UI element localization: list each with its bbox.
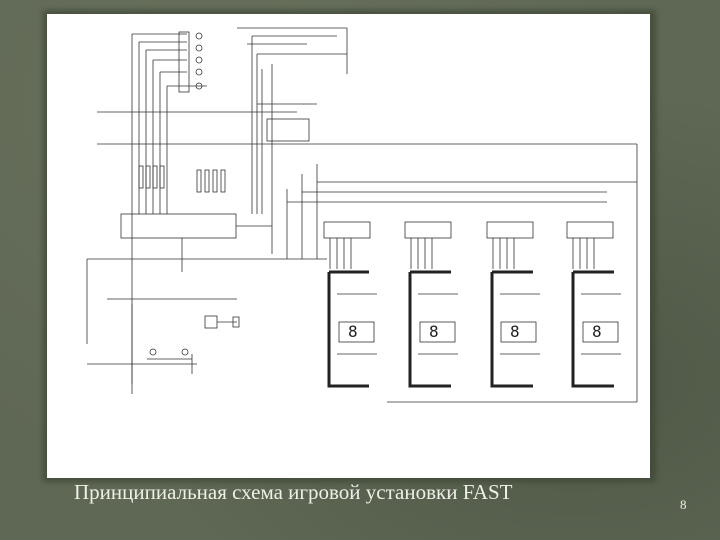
slide-caption: Принципиальная схема игровой установки F… <box>74 480 513 504</box>
digit-display-2: 8 <box>429 322 439 341</box>
circuit-diagram <box>86 27 638 403</box>
page-number: 8 <box>680 497 687 512</box>
digit-display-1: 8 <box>348 322 358 341</box>
digit-display-4: 8 <box>592 322 602 341</box>
circuit-schematic-image: 8 8 8 8 <box>47 14 650 478</box>
digit-display-3: 8 <box>510 322 520 341</box>
